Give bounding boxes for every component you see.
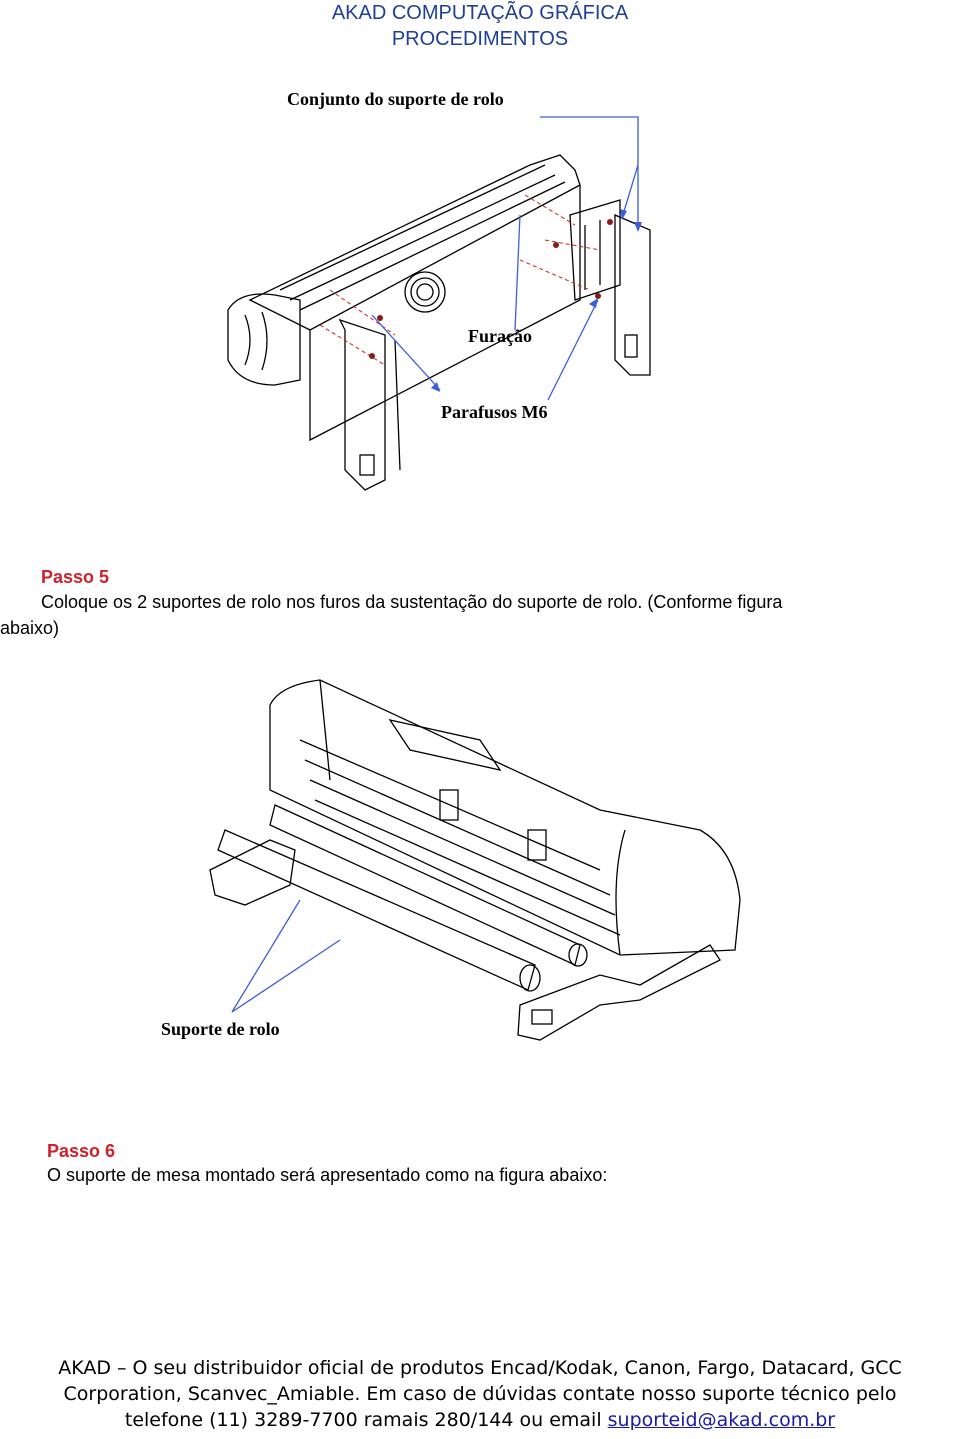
step5-text-line1: Coloque os 2 suportes de rolo nos furos … xyxy=(41,592,783,612)
step5-title: Passo 5 xyxy=(41,567,110,587)
figure2-label: Suporte de rolo xyxy=(161,1019,280,1039)
support-email-link[interactable]: suporteid@akad.com.br xyxy=(607,1409,836,1431)
footer-phone-text: telefone (11) 3289-7700 ramais 280/144 o… xyxy=(124,1409,608,1431)
step6-text: O suporte de mesa montado será apresenta… xyxy=(47,1165,608,1185)
label-holes: Furação xyxy=(468,326,532,346)
footer-line1: AKAD – O seu distribuidor oficial de pro… xyxy=(58,1357,902,1379)
figure1-title: Conjunto do suporte de rolo xyxy=(287,89,504,109)
footer: AKAD – O seu distribuidor oficial de pro… xyxy=(0,1355,960,1433)
header-company: AKAD COMPUTAÇÃO GRÁFICA xyxy=(331,2,629,24)
footer-line2: Corporation, Scanvec_Amiable. Em caso de… xyxy=(63,1383,897,1405)
header-section: PROCEDIMENTOS xyxy=(391,28,569,50)
footer-line3: telefone (11) 3289-7700 ramais 280/144 o… xyxy=(0,1407,960,1433)
label-screws: Parafusos M6 xyxy=(441,402,548,422)
step6-title: Passo 6 xyxy=(47,1141,116,1161)
step5-text-line2: abaixo) xyxy=(0,618,60,638)
